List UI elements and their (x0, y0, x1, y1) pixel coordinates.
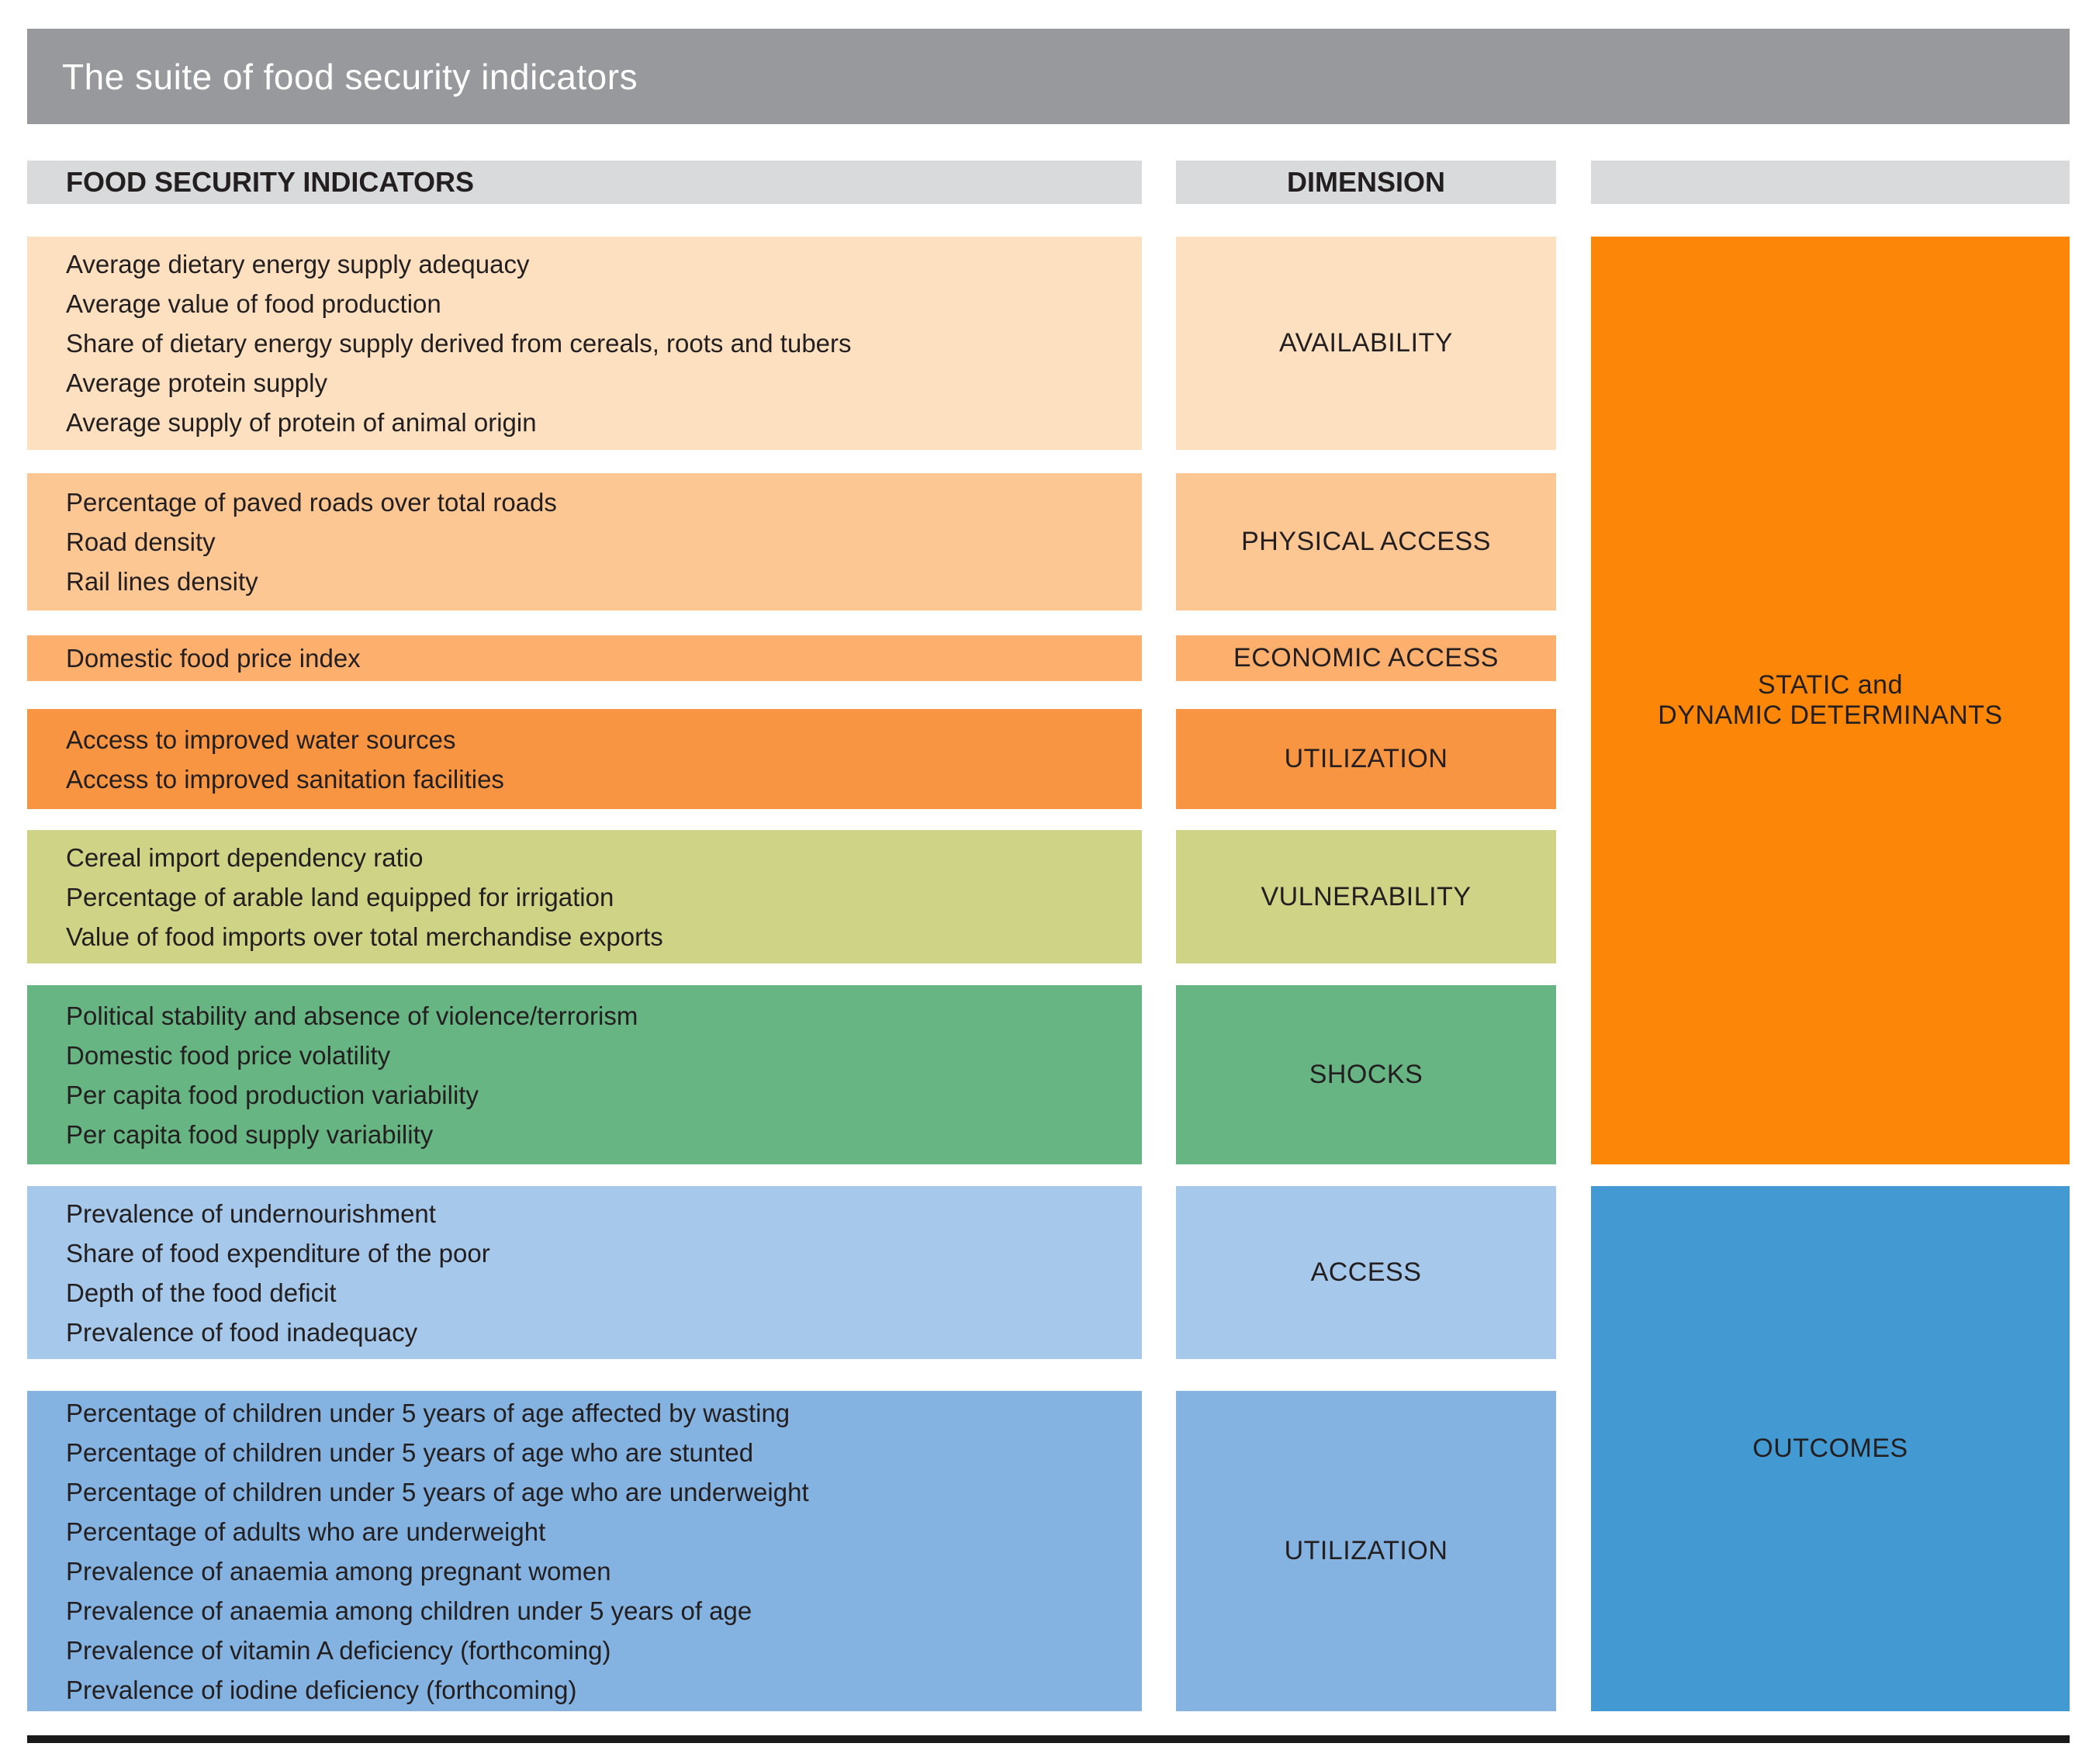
indicator-item: Percentage of adults who are underweight (66, 1517, 546, 1546)
dimension-label-economic-access: ECONOMIC ACCESS (1176, 635, 1556, 681)
row-utilization-outcomes: Percentage of children under 5 years of … (27, 1391, 1556, 1711)
indicator-item: Depth of the food deficit (66, 1278, 337, 1307)
indicator-group-physical-access: Percentage of paved roads over total roa… (27, 473, 1142, 610)
indicator-item: Per capita food supply variability (66, 1119, 434, 1149)
dimension-label-availability: AVAILABILITY (1176, 237, 1556, 450)
group-outcomes: OUTCOMES (1591, 1186, 2070, 1711)
indicator-item: Cereal import dependency ratio (66, 842, 424, 872)
row-shocks: Political stability and absence of viole… (27, 985, 1556, 1164)
indicator-item: Average dietary energy supply adequacy (66, 250, 530, 278)
indicator-item: Prevalence of vitamin A deficiency (fort… (66, 1635, 611, 1665)
indicator-item: Percentage of children under 5 years of … (66, 1398, 790, 1427)
dimension-label-shocks: SHOCKS (1176, 985, 1556, 1164)
indicator-item: Share of food expenditure of the poor (66, 1238, 490, 1268)
column-header-blank (1591, 161, 2070, 204)
indicator-group-shocks: Political stability and absence of viole… (27, 985, 1142, 1164)
indicator-group-economic-access: Domestic food price index (27, 635, 1142, 681)
indicator-item: Average protein supply (66, 368, 327, 397)
dimension-label-physical-access: PHYSICAL ACCESS (1176, 473, 1556, 610)
indicator-item: Percentage of paved roads over total roa… (66, 488, 557, 517)
dimension-label-vulnerability: VULNERABILITY (1176, 830, 1556, 963)
indicator-item: Road density (66, 527, 216, 556)
indicator-item: Rail lines density (66, 567, 258, 596)
figure-title-bar: The suite of food security indicators (27, 29, 2070, 124)
indicator-item: Domestic food price volatility (66, 1040, 391, 1070)
indicator-item: Access to improved sanitation facilities (66, 764, 504, 794)
indicator-item: Political stability and absence of viole… (66, 1001, 638, 1030)
indicator-item: Prevalence of food inadequacy (66, 1317, 418, 1347)
dimension-label-utilization-determinants: UTILIZATION (1176, 709, 1556, 809)
row-physical-access: Percentage of paved roads over total roa… (27, 473, 1556, 610)
indicator-item: Prevalence of anaemia among pregnant wom… (66, 1556, 611, 1586)
indicator-item: Value of food imports over total merchan… (66, 922, 663, 951)
indicator-item: Access to improved water sources (66, 725, 456, 754)
column-header-dimension: DIMENSION (1176, 161, 1556, 204)
column-headers: FOOD SECURITY INDICATORS DIMENSION (27, 161, 2070, 204)
indicator-item: Percentage of children under 5 years of … (66, 1437, 754, 1467)
indicator-item: Prevalence of iodine deficiency (forthco… (66, 1675, 577, 1704)
indicator-item: Average value of food production (66, 289, 441, 318)
indicator-item: Percentage of children under 5 years of … (66, 1477, 809, 1506)
dimension-label-utilization-outcomes: UTILIZATION (1176, 1391, 1556, 1711)
indicator-item: Prevalence of anaemia among children und… (66, 1596, 752, 1625)
dimension-label-access: ACCESS (1176, 1186, 1556, 1359)
indicator-item: Percentage of arable land equipped for i… (66, 882, 614, 911)
row-economic-access: Domestic food price index ECONOMIC ACCES… (27, 635, 1556, 681)
indicator-item: Average supply of protein of animal orig… (66, 408, 537, 437)
figure-title: The suite of food security indicators (62, 56, 638, 97)
indicator-item: Domestic food price index (66, 644, 361, 673)
bottom-rule (27, 1735, 2070, 1743)
group-static-dynamic-determinants: STATIC and DYNAMIC DETERMINANTS (1591, 237, 2070, 1164)
column-header-food-security-indicators: FOOD SECURITY INDICATORS (27, 161, 1142, 204)
indicator-item: Per capita food production variability (66, 1080, 479, 1109)
indicator-item: Share of dietary energy supply derived f… (66, 329, 852, 358)
indicator-item: Prevalence of undernourishment (66, 1198, 436, 1228)
grouping-column: STATIC and DYNAMIC DETERMINANTS OUTCOMES (1591, 237, 2070, 1711)
indicator-group-utilization-outcomes: Percentage of children under 5 years of … (27, 1391, 1142, 1711)
